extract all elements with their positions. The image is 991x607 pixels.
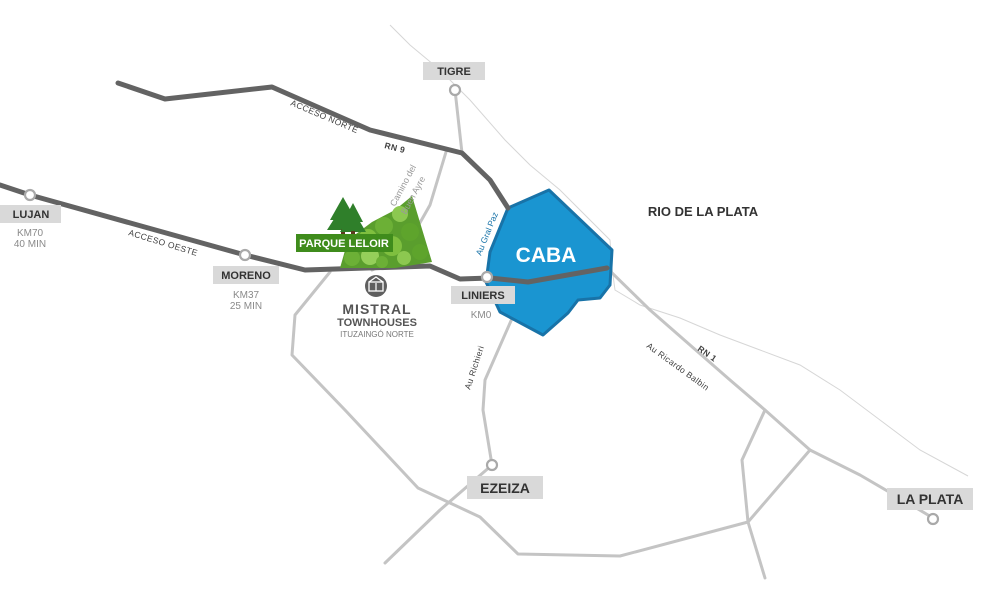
river-label: RIO DE LA PLATA <box>648 204 759 219</box>
city-liniers-km: KM0 <box>471 310 492 321</box>
city-moreno: MORENO KM37 25 MIN <box>213 266 279 312</box>
mistral-name: MISTRAL <box>342 301 411 317</box>
road-la-plata-link-2 <box>746 448 812 524</box>
city-la-plata-label: LA PLATA <box>897 491 964 507</box>
coastline <box>389 24 969 477</box>
road-au-ricardo-balbin <box>605 266 935 520</box>
forest-icon <box>327 197 366 236</box>
road-acceso-norte <box>115 80 511 211</box>
city-lujan-label: LUJAN <box>13 209 50 221</box>
city-tigre: TIGRE <box>423 62 485 80</box>
node-moreno <box>238 248 252 262</box>
mistral-logo-icon <box>365 275 387 297</box>
label-acceso-norte: ACCESO NORTE <box>289 98 360 136</box>
node-liniers <box>480 270 494 284</box>
node-tigre <box>448 83 462 97</box>
parque-leloir-tag: PARQUE LELOIR <box>296 234 393 252</box>
road-acceso-oeste <box>0 182 610 285</box>
label-au-richieri: Au Richieri <box>462 344 486 390</box>
caba-label: CABA <box>516 244 577 267</box>
node-la-plata <box>926 512 940 526</box>
node-lujan <box>23 188 37 202</box>
city-lujan: LUJAN KM70 40 MIN <box>0 205 61 250</box>
road-ring-southwest <box>290 270 750 558</box>
mistral-type: TOWNHOUSES <box>337 317 417 329</box>
city-lujan-km: KM70 <box>17 228 44 239</box>
parque-leloir-label: PARQUE LELOIR <box>299 238 389 250</box>
major-roads <box>0 80 610 285</box>
city-lujan-time: 40 MIN <box>14 239 46 250</box>
node-ezeiza <box>485 458 499 472</box>
city-ezeiza-label: EZEIZA <box>480 480 530 496</box>
city-moreno-km: KM37 <box>233 290 260 301</box>
city-tigre-label: TIGRE <box>437 66 471 78</box>
road-tigre <box>453 88 464 155</box>
label-rn9: RN 9 <box>384 140 407 155</box>
city-moreno-time: 25 MIN <box>230 301 262 312</box>
mistral-location: ITUZAINGÓ NORTE <box>340 330 414 339</box>
city-moreno-label: MORENO <box>221 270 271 282</box>
city-liniers-label: LINIERS <box>461 290 504 302</box>
road-la-plata-link-1 <box>740 408 767 580</box>
city-ezeiza: EZEIZA <box>467 476 543 499</box>
road-au-richieri <box>481 280 530 467</box>
city-liniers: LINIERS KM0 <box>451 286 515 321</box>
city-la-plata: LA PLATA <box>887 488 973 510</box>
